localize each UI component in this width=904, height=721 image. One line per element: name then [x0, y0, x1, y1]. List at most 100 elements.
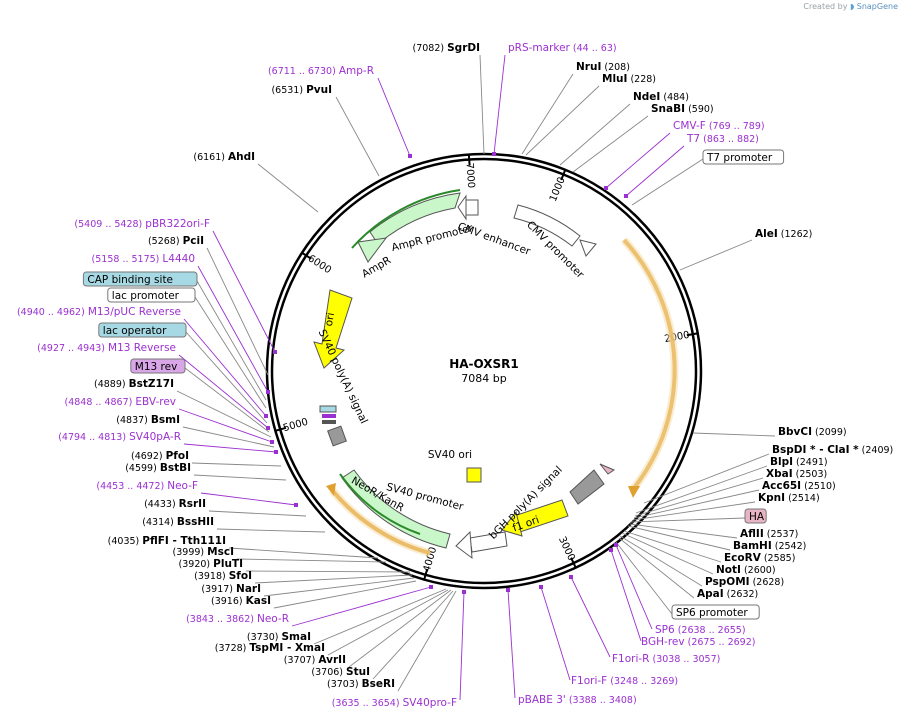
label-leader-line — [184, 367, 270, 433]
restriction-site-label[interactable]: (3728) TspMI - XmaI — [215, 642, 325, 654]
label-leader-line — [634, 477, 764, 517]
restriction-site-label[interactable]: (4433) RsrII — [144, 498, 206, 510]
primer-label[interactable]: SP6 (2638 .. 2655) — [655, 624, 746, 636]
restriction-site-label[interactable]: (3707) AvrII — [284, 654, 346, 666]
primer-label[interactable]: T7 (863 .. 882) — [686, 133, 759, 145]
feature-tag[interactable]: CAP binding site — [82, 271, 198, 287]
restriction-site-label[interactable]: BamHI (2542) — [733, 540, 806, 552]
label-leader-line — [610, 549, 642, 642]
svg-text:F1ori-F (3248 .. 3269): F1ori-F (3248 .. 3269) — [571, 675, 678, 687]
restriction-site-label[interactable]: ApaI (2632) — [697, 588, 758, 600]
label-leader-line — [263, 577, 415, 597]
svg-text:pBABE 3' (3388 .. 3408): pBABE 3' (3388 .. 3408) — [518, 694, 637, 706]
svg-text:BbvCI (2099): BbvCI (2099) — [778, 426, 847, 438]
feature-tag[interactable]: M13 rev — [130, 358, 186, 374]
restriction-site-label[interactable]: NotI (2600) — [716, 564, 776, 576]
restriction-site-label[interactable]: AflII (2537) — [740, 528, 798, 540]
label-leader-line — [692, 432, 776, 437]
primer-label[interactable]: (4940 .. 4962) M13/pUC Reverse — [17, 306, 181, 318]
restriction-site-label[interactable]: NdeI (484) — [633, 91, 689, 103]
label-leader-line — [254, 574, 413, 584]
restriction-site-label[interactable]: PspOMI (2628) — [705, 576, 784, 588]
restriction-site-label[interactable]: (4889) BstZ17I — [94, 378, 174, 390]
primer-label[interactable]: (4794 .. 4813) SV40pA-R — [58, 431, 181, 443]
primer-label[interactable]: pRS-marker (44 .. 63) — [508, 42, 617, 54]
label-leader-line — [507, 589, 516, 699]
primer-marker — [609, 548, 613, 552]
restriction-site-label[interactable]: KpnI (2514) — [758, 492, 820, 504]
restriction-site-label[interactable]: (3917) NarI — [201, 583, 261, 595]
restriction-site-label[interactable]: (3918) SfoI — [194, 570, 252, 582]
feature-label: SV40 ori — [428, 449, 472, 461]
restriction-site-label[interactable]: (6531) PvuI — [271, 84, 332, 96]
restriction-site-label[interactable]: (4035) PflFI - Tth111I — [108, 535, 226, 547]
primer-label[interactable]: (4453 .. 4472) Neo-F — [96, 480, 198, 492]
label-leader-line — [397, 590, 457, 692]
sv40-polya-box — [327, 425, 347, 447]
restriction-site-label[interactable]: BbvCI (2099) — [778, 426, 847, 438]
feature-tag[interactable]: T7 promoter — [702, 149, 785, 165]
restriction-site-label[interactable]: (3999) MscI — [173, 546, 234, 558]
svg-text:BGH-rev (2675 .. 2692): BGH-rev (2675 .. 2692) — [641, 636, 755, 648]
primer-label[interactable]: (5158 .. 5175) L4440 — [92, 253, 195, 265]
primer-label[interactable]: pBABE 3' (3388 .. 3408) — [518, 694, 637, 706]
svg-text:XbaI (2503): XbaI (2503) — [766, 468, 827, 480]
restriction-site-label[interactable]: (4314) BssHII — [142, 516, 214, 528]
primer-label[interactable]: BGH-rev (2675 .. 2692) — [641, 636, 755, 648]
neor-arrowhead — [326, 483, 336, 496]
backbone-inner-ring — [270, 157, 698, 585]
primer-label[interactable]: (4848 .. 4867) EBV-rev — [64, 396, 176, 408]
restriction-site-label[interactable]: SnaBI (590) — [651, 103, 714, 115]
feature-tag[interactable]: HA — [744, 508, 767, 524]
primer-label[interactable]: F1ori-R (3038 .. 3057) — [612, 653, 720, 665]
primer-marker — [462, 590, 466, 594]
restriction-site-label[interactable]: NruI (208) — [576, 61, 630, 73]
lac-region-features-3 — [322, 420, 336, 424]
label-leader-line — [206, 247, 269, 376]
restriction-site-label[interactable]: (3730) SmaI — [247, 631, 311, 643]
restriction-site-label[interactable]: (5268) PciI — [148, 235, 204, 247]
restriction-site-label[interactable]: (7082) SgrDI — [413, 42, 481, 54]
restriction-site-label[interactable]: BspDI * - ClaI * (2409) — [772, 444, 893, 456]
restriction-site-label[interactable]: (3706) StuI — [311, 666, 370, 678]
restriction-site-label[interactable]: BlpI (2491) — [770, 456, 828, 468]
restriction-site-label[interactable]: (4599) BstBI — [125, 462, 191, 474]
primer-marker — [539, 585, 543, 589]
restriction-site-label[interactable]: EcoRV (2585) — [724, 552, 795, 564]
svg-text:lac promoter: lac promoter — [112, 290, 180, 302]
primer-label[interactable]: (6711 .. 6730) Amp-R — [268, 65, 374, 77]
restriction-site-label[interactable]: MluI (228) — [602, 73, 656, 85]
restriction-site-label[interactable]: (4692) PfoI — [131, 450, 189, 462]
svg-text:(6531) PvuI: (6531) PvuI — [271, 84, 332, 96]
primer-label[interactable]: (5409 .. 5428) pBR322ori-F — [74, 218, 210, 230]
svg-text:(4848 .. 4867) EBV-rev: (4848 .. 4867) EBV-rev — [64, 396, 176, 408]
feature-tag[interactable]: lac operator — [98, 322, 187, 338]
restriction-site-label[interactable]: Acc65I (2510) — [762, 480, 836, 492]
svg-text:pRS-marker (44 .. 63): pRS-marker (44 .. 63) — [508, 42, 617, 54]
label-leader-line — [479, 54, 485, 155]
primer-label[interactable]: (4927 .. 4943) M13 Reverse — [37, 342, 176, 354]
primer-label[interactable]: CMV-F (769 .. 789) — [673, 120, 765, 132]
restriction-site-label[interactable]: XbaI (2503) — [766, 468, 827, 480]
svg-text:NotI (2600): NotI (2600) — [716, 564, 776, 576]
svg-text:(4599) BstBI: (4599) BstBI — [125, 462, 191, 474]
tick-mark-7000 — [467, 153, 471, 166]
feature-tag[interactable]: lac promoter — [107, 287, 196, 303]
primer-label[interactable]: F1ori-F (3248 .. 3269) — [571, 675, 678, 687]
restriction-site-label[interactable]: (6161) AhdI — [193, 151, 255, 163]
label-leader-line — [377, 77, 411, 157]
primer-label[interactable]: (3843 .. 3862) Neo-R — [186, 613, 289, 625]
svg-text:EcoRV (2585): EcoRV (2585) — [724, 552, 795, 564]
label-leader-line — [236, 558, 387, 563]
feature-tag[interactable]: SP6 promoter — [671, 604, 760, 620]
label-leader-line — [208, 510, 307, 517]
restriction-site-label[interactable]: (3920) PluTI — [179, 558, 243, 570]
tick-mark-6000 — [300, 251, 312, 260]
restriction-site-label[interactable]: (3703) BseRI — [327, 678, 395, 690]
restriction-site-label[interactable]: AleI (1262) — [755, 228, 812, 240]
restriction-site-label[interactable]: (4837) BsmI — [116, 414, 180, 426]
restriction-site-label[interactable]: (3916) KasI — [211, 595, 271, 607]
primer-label[interactable]: (3635 .. 3654) SV40pro-F — [332, 697, 457, 709]
